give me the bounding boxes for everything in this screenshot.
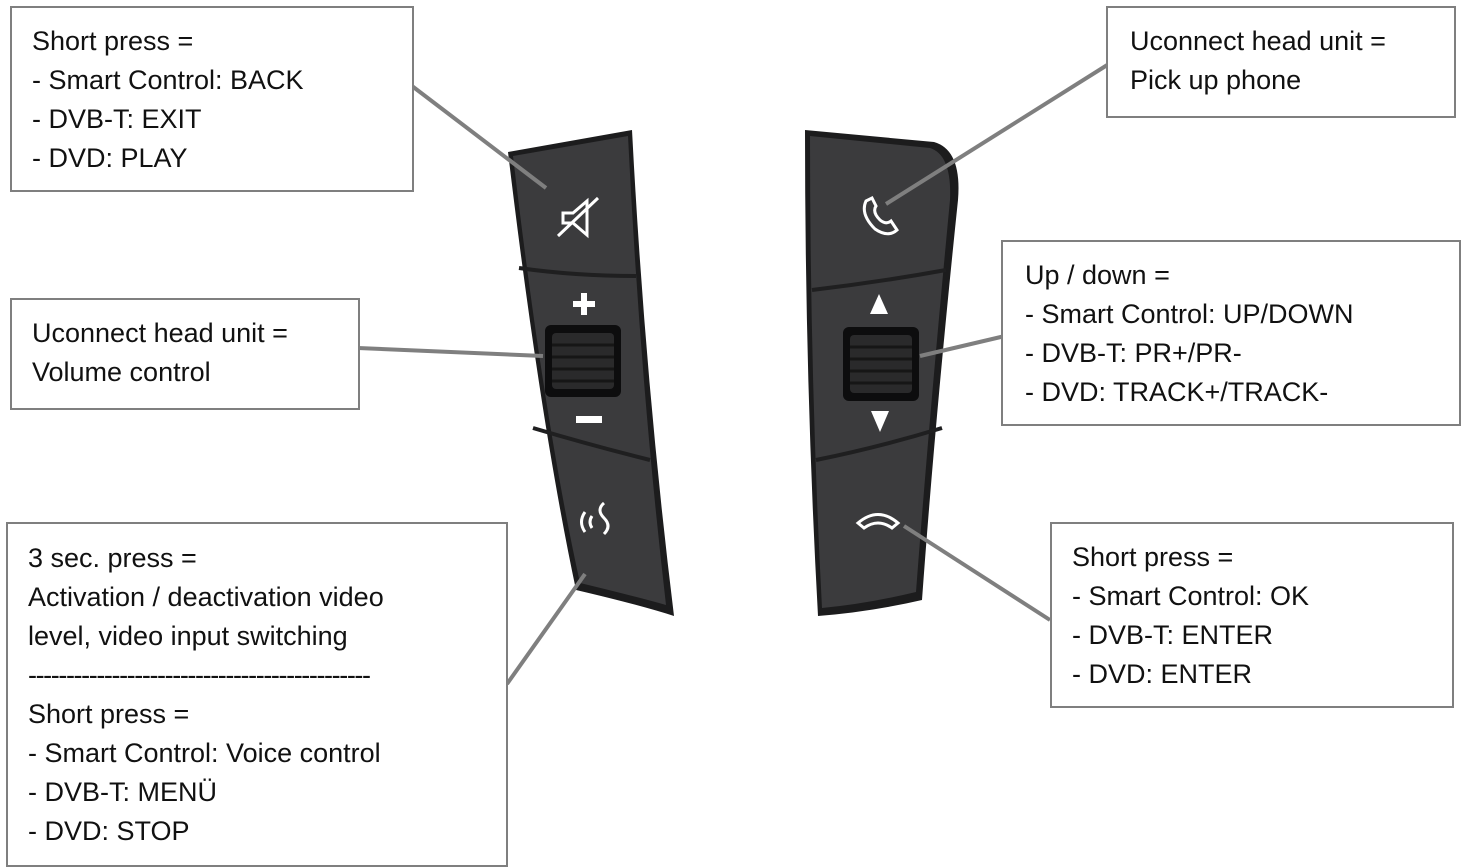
callout-voice-button: 3 sec. press = Activation / deactivation…: [6, 522, 508, 867]
connector-hangup: [902, 524, 1052, 622]
phone-pickup-icon[interactable]: [862, 195, 899, 236]
callout-line: Short press =: [1072, 542, 1234, 572]
callout-line: - Smart Control: OK: [1072, 581, 1310, 611]
volume-down-minus-icon[interactable]: [576, 416, 602, 423]
callout-line: - Smart Control: Voice control: [28, 738, 381, 768]
callout-line: - DVB-T: ENTER: [1072, 620, 1274, 650]
volume-roller-icon[interactable]: [545, 325, 621, 397]
callout-mute-button: Short press = - Smart Control: BACK - DV…: [10, 6, 414, 192]
callout-line: Short press =: [28, 699, 190, 729]
callout-line: Up / down =: [1025, 260, 1170, 290]
volume-up-plus-icon[interactable]: [573, 293, 595, 315]
callout-line: - DVB-T: MENÜ: [28, 777, 217, 807]
connector-up-down: [919, 334, 1006, 358]
callout-line: level, video input switching: [28, 621, 348, 651]
callout-line: Pick up phone: [1130, 65, 1302, 95]
voice-control-icon[interactable]: [580, 501, 610, 536]
callout-line: - Smart Control: UP/DOWN: [1025, 299, 1354, 329]
right-control-pod: [805, 130, 959, 616]
connector-voice: [505, 572, 587, 686]
callout-line: Activation / deactivation video: [28, 582, 384, 612]
mute-icon[interactable]: [556, 196, 600, 239]
callout-line: - DVD: STOP: [28, 816, 190, 846]
callout-line: Uconnect head unit =: [32, 318, 288, 348]
callout-line: - DVD: PLAY: [32, 143, 188, 173]
callout-line: Short press =: [32, 26, 194, 56]
callout-line: - DVD: ENTER: [1072, 659, 1253, 689]
callout-line: Uconnect head unit =: [1130, 26, 1386, 56]
connector-mute: [410, 84, 548, 190]
callout-line: - DVB-T: PR+/PR-: [1025, 338, 1242, 368]
callout-separator: ----------------------------------------…: [28, 660, 371, 690]
left-control-pod: [508, 130, 674, 616]
callout-phone-pickup: Uconnect head unit = Pick up phone: [1106, 6, 1456, 118]
connector-phone-pickup: [884, 60, 1114, 206]
callout-up-down-roller: Up / down = - Smart Control: UP/DOWN - D…: [1001, 240, 1461, 426]
callout-line: Volume control: [32, 357, 211, 387]
callout-line: - DVB-T: EXIT: [32, 104, 202, 134]
callout-line: 3 sec. press =: [28, 543, 197, 573]
arrow-up-icon[interactable]: [870, 294, 888, 314]
callout-line: - Smart Control: BACK: [32, 65, 304, 95]
arrow-down-icon[interactable]: [871, 411, 889, 432]
connector-volume: [357, 346, 544, 358]
callout-hangup-button: Short press = - Smart Control: OK - DVB-…: [1050, 522, 1454, 708]
phone-hangup-icon[interactable]: [855, 513, 901, 530]
up-down-roller-icon[interactable]: [843, 327, 919, 401]
callout-volume-roller: Uconnect head unit = Volume control: [10, 298, 360, 410]
callout-line: - DVD: TRACK+/TRACK-: [1025, 377, 1329, 407]
